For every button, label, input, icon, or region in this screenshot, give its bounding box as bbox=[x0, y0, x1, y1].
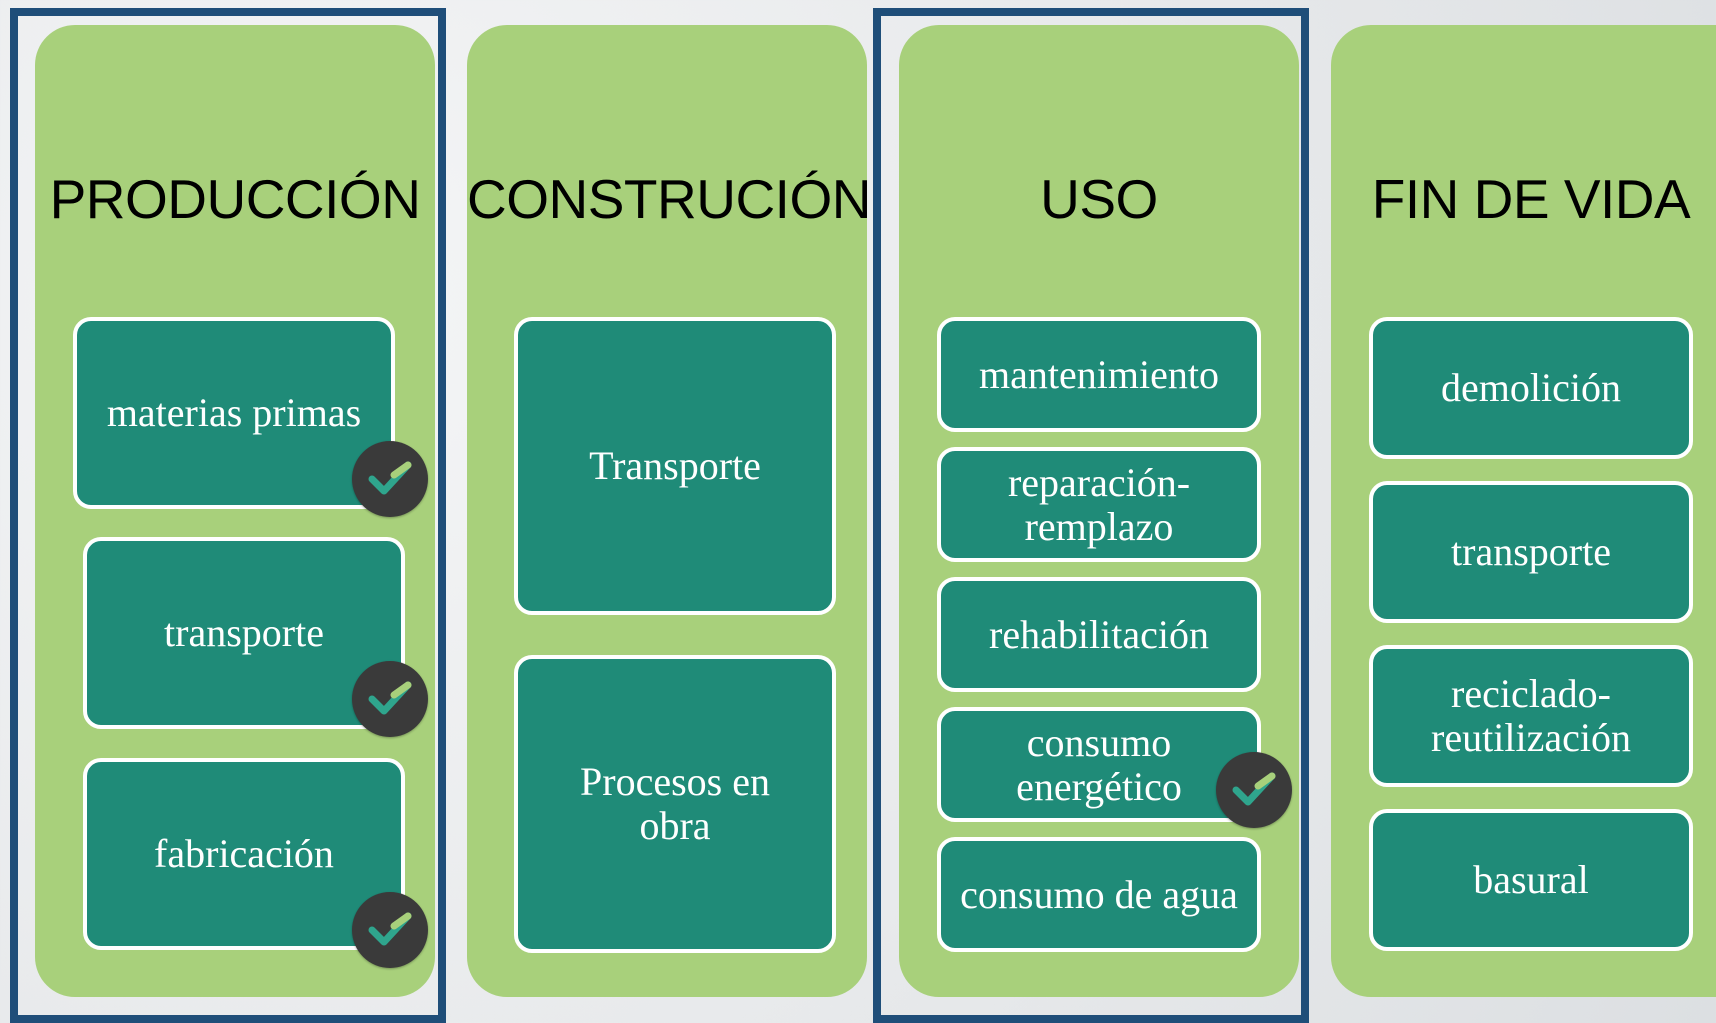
item-label: reparación- remplazo bbox=[1007, 459, 1191, 549]
column-title: CONSTRUCIÓN bbox=[467, 168, 871, 230]
checkmark-icon bbox=[1216, 752, 1292, 828]
highlight-frame-produccion bbox=[10, 8, 446, 1023]
item-mantenimiento[interactable]: mantenimiento bbox=[937, 317, 1261, 432]
item-consumo-de-agua[interactable]: consumo de agua bbox=[937, 837, 1261, 952]
item-materias-primas[interactable]: materias primas bbox=[73, 317, 395, 509]
item-rehabilitacion[interactable]: rehabilitación bbox=[937, 577, 1261, 692]
item-reciclado-reutilizacion[interactable]: reciclado- reutilización bbox=[1369, 645, 1693, 787]
item-transporte[interactable]: transporte bbox=[83, 537, 405, 729]
item-procesos-en-obra[interactable]: Procesos en obra bbox=[514, 655, 836, 953]
column-fin-de-vida: FIN DE VIDA demolición transporte recicl… bbox=[1331, 25, 1716, 997]
checkmark-icon bbox=[352, 892, 428, 968]
column-uso: USO mantenimiento reparación- remplazo r… bbox=[899, 25, 1299, 997]
item-label: transporte bbox=[164, 610, 324, 655]
item-label: fabricación bbox=[154, 831, 334, 876]
highlight-frame-uso bbox=[873, 8, 1309, 1023]
column-construcion: CONSTRUCIÓN Transporte Procesos en obra bbox=[467, 25, 871, 997]
item-consumo-energetico[interactable]: consumo energético bbox=[937, 707, 1261, 822]
item-reparacion-remplazo[interactable]: reparación- remplazo bbox=[937, 447, 1261, 562]
item-transporte[interactable]: Transporte bbox=[514, 317, 836, 615]
item-label: basural bbox=[1473, 857, 1589, 902]
item-label: transporte bbox=[1451, 529, 1611, 574]
item-label: materias primas bbox=[106, 390, 362, 435]
column-produccion: PRODUCCIÓN materias primas transporte fa… bbox=[35, 25, 435, 997]
column-title: FIN DE VIDA bbox=[1371, 168, 1691, 230]
item-transporte[interactable]: transporte bbox=[1369, 481, 1693, 623]
item-fabricacion[interactable]: fabricación bbox=[83, 758, 405, 950]
column-title: USO bbox=[1040, 168, 1158, 230]
item-label: rehabilitación bbox=[989, 611, 1209, 657]
checkmark-icon bbox=[352, 441, 428, 517]
item-label: demolición bbox=[1441, 365, 1621, 410]
column-title: PRODUCCIÓN bbox=[49, 168, 421, 230]
item-label: reciclado- reutilización bbox=[1431, 671, 1631, 760]
item-label: Procesos en obra bbox=[580, 759, 770, 848]
item-label: consumo de agua bbox=[960, 871, 1238, 917]
item-label: consumo energético bbox=[1016, 719, 1182, 809]
item-demolicion[interactable]: demolición bbox=[1369, 317, 1693, 459]
checkmark-icon bbox=[352, 661, 428, 737]
item-label: mantenimiento bbox=[979, 351, 1219, 397]
item-label: Transporte bbox=[589, 443, 761, 488]
item-basural[interactable]: basural bbox=[1369, 809, 1693, 951]
